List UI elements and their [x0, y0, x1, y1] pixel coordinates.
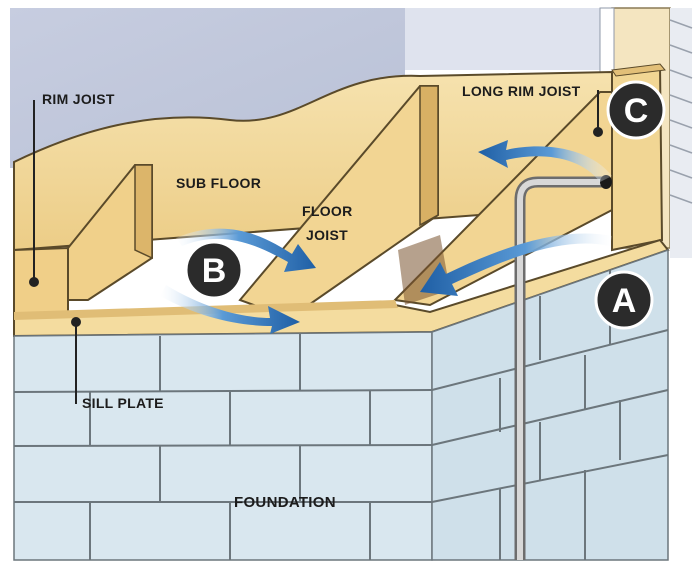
arrow-a — [420, 233, 612, 296]
foundation-label: FOUNDATION — [234, 494, 336, 511]
badge-b-text: B — [202, 252, 227, 290]
arrow-b-upper — [176, 228, 316, 272]
floor-joist-label-line1: FLOOR — [302, 203, 353, 219]
badge-c-text: C — [624, 92, 649, 130]
arrow-b-lower — [160, 285, 300, 334]
badge-a-text: A — [612, 282, 637, 320]
sub-floor-sheet — [13, 70, 613, 252]
rim-joist — [13, 246, 69, 320]
badge-c: C — [606, 80, 666, 140]
upper-wall-right — [405, 8, 612, 70]
badge-b: B — [184, 240, 244, 300]
arrow-c — [478, 140, 612, 182]
sub-floor-label: SUB FLOOR — [176, 175, 261, 191]
long-rim-joist-top — [611, 63, 666, 77]
label-pointers — [29, 90, 603, 404]
rim-joist-label: RIM JOIST — [42, 91, 115, 107]
floor-joist-label-line2: JOIST — [306, 227, 348, 243]
airflow-arrows — [160, 140, 612, 334]
foundation-wall — [13, 248, 669, 561]
badge-a: A — [594, 270, 654, 330]
long-rim-joist-label: LONG RIM JOIST — [462, 83, 581, 99]
sill-plate-label: SILL PLATE — [82, 395, 164, 411]
